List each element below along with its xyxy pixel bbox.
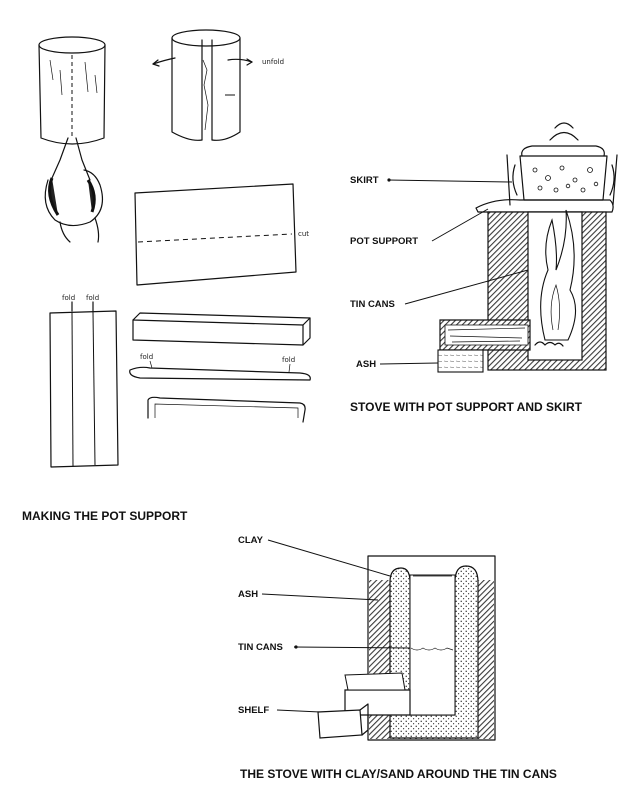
cut-note: cut <box>298 230 309 238</box>
fold-note-a: fold <box>62 294 75 302</box>
fold-note-d: fold <box>282 356 295 364</box>
label-tin-cans-2: TIN CANS <box>238 642 283 653</box>
can-cutting-sketch <box>38 36 106 243</box>
label-pot-support: POT SUPPORT <box>350 236 418 247</box>
stove-clay-sand-diagram <box>317 555 496 741</box>
label-ash: ASH <box>356 359 376 370</box>
stove2-label-shelf: SHELF <box>238 705 321 716</box>
folded-support-sketch: fold fold <box>129 312 311 423</box>
stove-clay-sand-caption: THE STOVE WITH CLAY/SAND AROUND THE TIN … <box>240 767 557 781</box>
flat-sheet-sketch: cut <box>134 183 309 286</box>
unfold-note: unfold <box>262 58 284 66</box>
can-unfold-sketch: unfold <box>152 29 284 141</box>
strip-fold-sketch: fold fold <box>49 294 119 468</box>
stove-pot-support-caption: STOVE WITH POT SUPPORT AND SKIRT <box>350 400 583 414</box>
label-tin-cans: TIN CANS <box>350 299 395 310</box>
label-clay: CLAY <box>238 535 264 546</box>
stove1-label-pot-support: POT SUPPORT <box>350 208 489 247</box>
stove1-label-tin-cans: TIN CANS <box>350 269 529 310</box>
stove2-label-tin-cans: TIN CANS <box>238 642 411 653</box>
stove2-label-clay: CLAY <box>238 535 391 577</box>
stove1-label-skirt: SKIRT <box>350 175 513 186</box>
label-shelf: SHELF <box>238 705 269 716</box>
label-skirt: SKIRT <box>350 175 379 186</box>
fold-note-b: fold <box>86 294 99 302</box>
stove2-label-ash: ASH <box>238 589 379 601</box>
stove1-label-ash: ASH <box>356 359 439 370</box>
making-pot-support-caption: MAKING THE POT SUPPORT <box>22 509 188 523</box>
label-ash-2: ASH <box>238 589 258 600</box>
fold-note-c: fold <box>140 353 153 361</box>
stove-pot-support-diagram <box>437 122 618 373</box>
